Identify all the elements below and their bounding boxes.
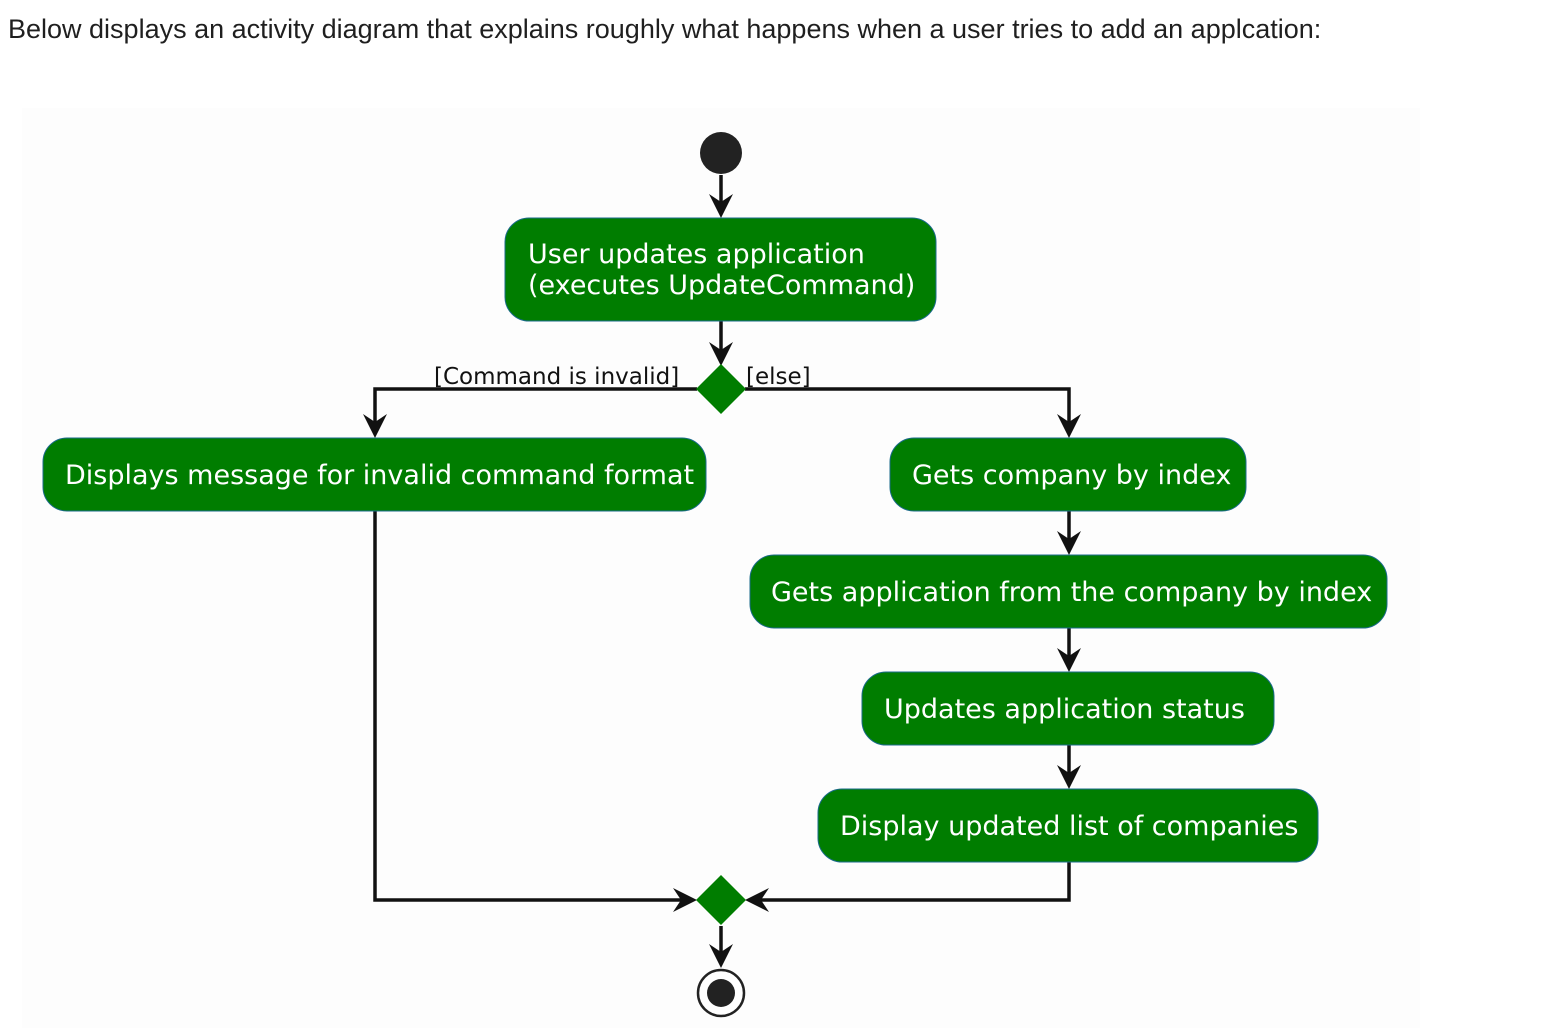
action-display-list-label: Display updated list of companies — [840, 811, 1298, 842]
action-user-updates-line1: User updates application — [528, 239, 865, 270]
action-invalid-command-label: Displays message for invalid command for… — [65, 460, 694, 491]
guard-invalid-label: [Command is invalid] — [434, 364, 679, 390]
action-display-updated-companies: Display updated list of companies — [817, 788, 1319, 863]
action-update-application-status: Updates application status — [861, 671, 1275, 746]
arrowhead — [1057, 531, 1081, 555]
arrowhead — [1057, 765, 1081, 789]
edge-decision-to-get-company — [745, 387, 1071, 432]
action-invalid-command-message: Displays message for invalid command for… — [42, 437, 707, 512]
intro-text: Below displays an activity diagram that … — [8, 14, 1322, 44]
action-get-company-by-index: Gets company by index — [889, 437, 1247, 512]
arrowhead — [709, 944, 733, 968]
action-get-company-label: Gets company by index — [912, 460, 1231, 491]
arrowhead — [709, 194, 733, 218]
arrowhead — [673, 888, 697, 912]
action-update-status-label: Updates application status — [884, 694, 1245, 725]
merge-diamond — [696, 875, 746, 925]
arrowhead — [709, 342, 733, 366]
edge-display-list-to-merge — [752, 860, 1071, 902]
initial-node — [700, 132, 742, 174]
final-node — [696, 968, 746, 1018]
edge-invalid-to-merge — [373, 510, 690, 902]
arrowheads — [363, 194, 1081, 968]
guard-else-label: [else] — [746, 364, 811, 390]
arrowhead — [363, 414, 387, 438]
action-get-application-label: Gets application from the company by ind… — [771, 577, 1372, 608]
arrowhead — [745, 888, 769, 912]
action-user-updates-application: User updates application (executes Updat… — [504, 217, 937, 322]
action-user-updates-line2: (executes UpdateCommand) — [528, 270, 915, 301]
arrowhead — [1057, 414, 1081, 438]
action-get-application-from-company: Gets application from the company by ind… — [749, 554, 1388, 629]
edge-decision-to-invalid — [373, 387, 697, 432]
edges — [373, 175, 1071, 962]
arrowhead — [1057, 648, 1081, 672]
decision-diamond — [696, 364, 746, 414]
